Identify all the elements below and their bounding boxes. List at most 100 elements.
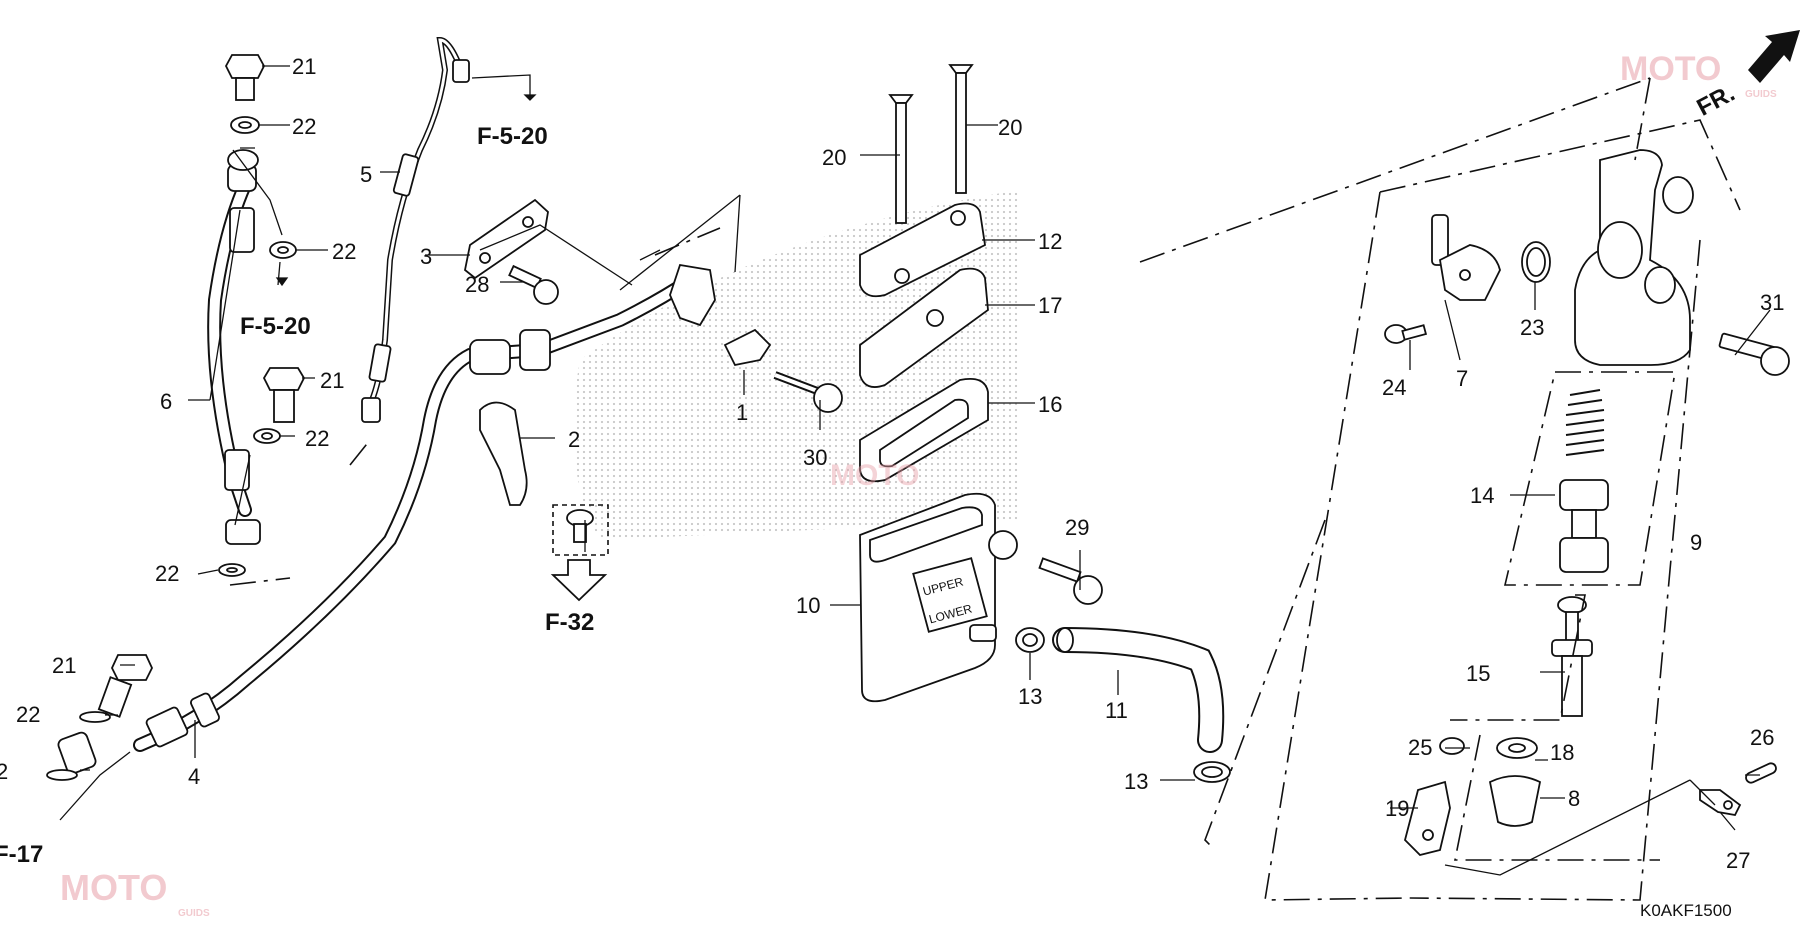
callout-22-left-a: 22	[16, 702, 40, 727]
joint-7	[1431, 214, 1501, 301]
master-cylinder-9	[1574, 149, 1694, 366]
callout-22-lower: 22	[305, 426, 329, 451]
joint-19	[1403, 780, 1451, 856]
washer-22-left-a	[79, 711, 111, 723]
bolt-29	[1038, 557, 1103, 605]
assembly-frames	[229, 77, 1741, 901]
watermark-top: MOTO GUIDS	[1620, 50, 1777, 100]
callout-9: 9	[1690, 530, 1702, 555]
watermark-sub-bottom: GUIDS	[178, 908, 210, 919]
washer-22-mid	[269, 241, 297, 259]
callout-12: 12	[1038, 229, 1062, 254]
watermark-sub-top: GUIDS	[1745, 89, 1777, 100]
callout-10: 10	[796, 593, 820, 618]
callout-21-top: 21	[292, 54, 316, 79]
callout-18: 18	[1550, 740, 1574, 765]
watermark-center: MOTO	[830, 459, 919, 492]
washer-22-top	[230, 116, 260, 134]
bolt-28	[508, 264, 559, 305]
bolt-21-top	[224, 54, 266, 101]
ref-f-5-20-left: F-5-20	[240, 313, 311, 340]
washer-18	[1496, 737, 1538, 759]
hose-11	[1052, 627, 1225, 753]
washer-22-left-b	[46, 769, 78, 781]
callout-15: 15	[1466, 661, 1490, 686]
pushrod-15	[1551, 596, 1593, 717]
callout-1: 1	[736, 400, 748, 425]
callout-5: 5	[360, 162, 372, 187]
screw-20-right	[948, 64, 974, 194]
reference-callouts: F-5-20 F-5-20 F-32 F-17	[0, 94, 594, 868]
callout-24: 24	[1382, 375, 1406, 400]
callout-27: 27	[1726, 848, 1750, 873]
callout-22-mid: 22	[332, 239, 356, 264]
oring-23	[1521, 241, 1551, 283]
clamp-2-upper	[479, 401, 528, 506]
washer-22-bottom	[218, 563, 246, 577]
clip-13-lower	[1193, 761, 1231, 783]
screw-20-left	[888, 94, 914, 224]
screw-clamp	[552, 504, 609, 556]
callout-4: 4	[188, 764, 200, 789]
diagram-code: K0AKF1500	[1640, 901, 1732, 920]
ref-f-5-20-upper: F-5-20	[477, 123, 548, 150]
callout-26: 26	[1750, 725, 1774, 750]
nut-25	[1439, 737, 1465, 755]
leader-lines	[59, 65, 1771, 831]
clip-13-upper	[1015, 627, 1045, 653]
banjo-left	[57, 731, 97, 775]
callout-13-upper: 13	[1018, 684, 1042, 709]
screw-24	[1384, 324, 1428, 344]
washer-22-lower	[253, 428, 281, 444]
callout-22-bottom: 22	[155, 561, 179, 586]
reservoir-10: UPPER LOWER	[859, 492, 1018, 703]
callout-3: 3	[420, 244, 432, 269]
callout-6: 6	[160, 389, 172, 414]
arrow-f32	[550, 559, 608, 602]
callout-19: 19	[1385, 796, 1409, 821]
callout-23: 23	[1520, 315, 1544, 340]
watermark-brand-bottom: MOTO	[60, 867, 167, 908]
piston-14	[1559, 479, 1609, 573]
callout-7: 7	[1456, 366, 1468, 391]
callout-13-lower: 13	[1124, 769, 1148, 794]
callout-20-left: 20	[822, 145, 846, 170]
callout-25: 25	[1408, 735, 1432, 760]
callout-21-bottom: 21	[52, 653, 76, 678]
callout-16: 16	[1038, 392, 1062, 417]
callout-14: 14	[1470, 483, 1494, 508]
callout-2-left: 2	[0, 759, 8, 784]
callout-29: 29	[1065, 515, 1089, 540]
callout-31: 31	[1760, 290, 1784, 315]
callout-22-top: 22	[292, 114, 316, 139]
boot-8	[1488, 775, 1542, 827]
callout-28: 28	[465, 272, 489, 297]
watermark-brand-top: MOTO	[1620, 50, 1721, 88]
callout-8: 8	[1568, 786, 1580, 811]
callout-21-mid: 21	[320, 368, 344, 393]
callout-11: 11	[1105, 698, 1128, 723]
watermark-brand-center: MOTO	[830, 459, 919, 492]
spring-14	[1565, 389, 1605, 456]
bolt-31	[1718, 332, 1790, 376]
callout-17: 17	[1038, 293, 1062, 318]
pin-26	[1745, 762, 1777, 784]
bolt-30	[773, 371, 843, 413]
diaphragm-16	[859, 377, 989, 483]
callout-2-upper: 2	[568, 427, 580, 452]
bolt-21-bottom	[97, 654, 153, 718]
pin-27	[1699, 789, 1742, 817]
cap-12	[859, 202, 986, 298]
plate-17	[859, 267, 989, 388]
ref-f-17: F-17	[0, 841, 43, 868]
ref-f-32: F-32	[545, 609, 594, 636]
brake-pipe-5	[361, 36, 470, 423]
brake-hose-6-assembly	[207, 149, 261, 545]
callout-30: 30	[803, 445, 827, 470]
brake-hose-4	[133, 263, 716, 752]
bolt-21-mid	[262, 367, 306, 423]
callout-20-right: 20	[998, 115, 1022, 140]
callout-numbers: 21 22 22 21 22 22 6 5 3 28 2 1 30 21 22 …	[0, 54, 1784, 873]
watermark-bottom: MOTO GUIDS	[60, 867, 210, 919]
